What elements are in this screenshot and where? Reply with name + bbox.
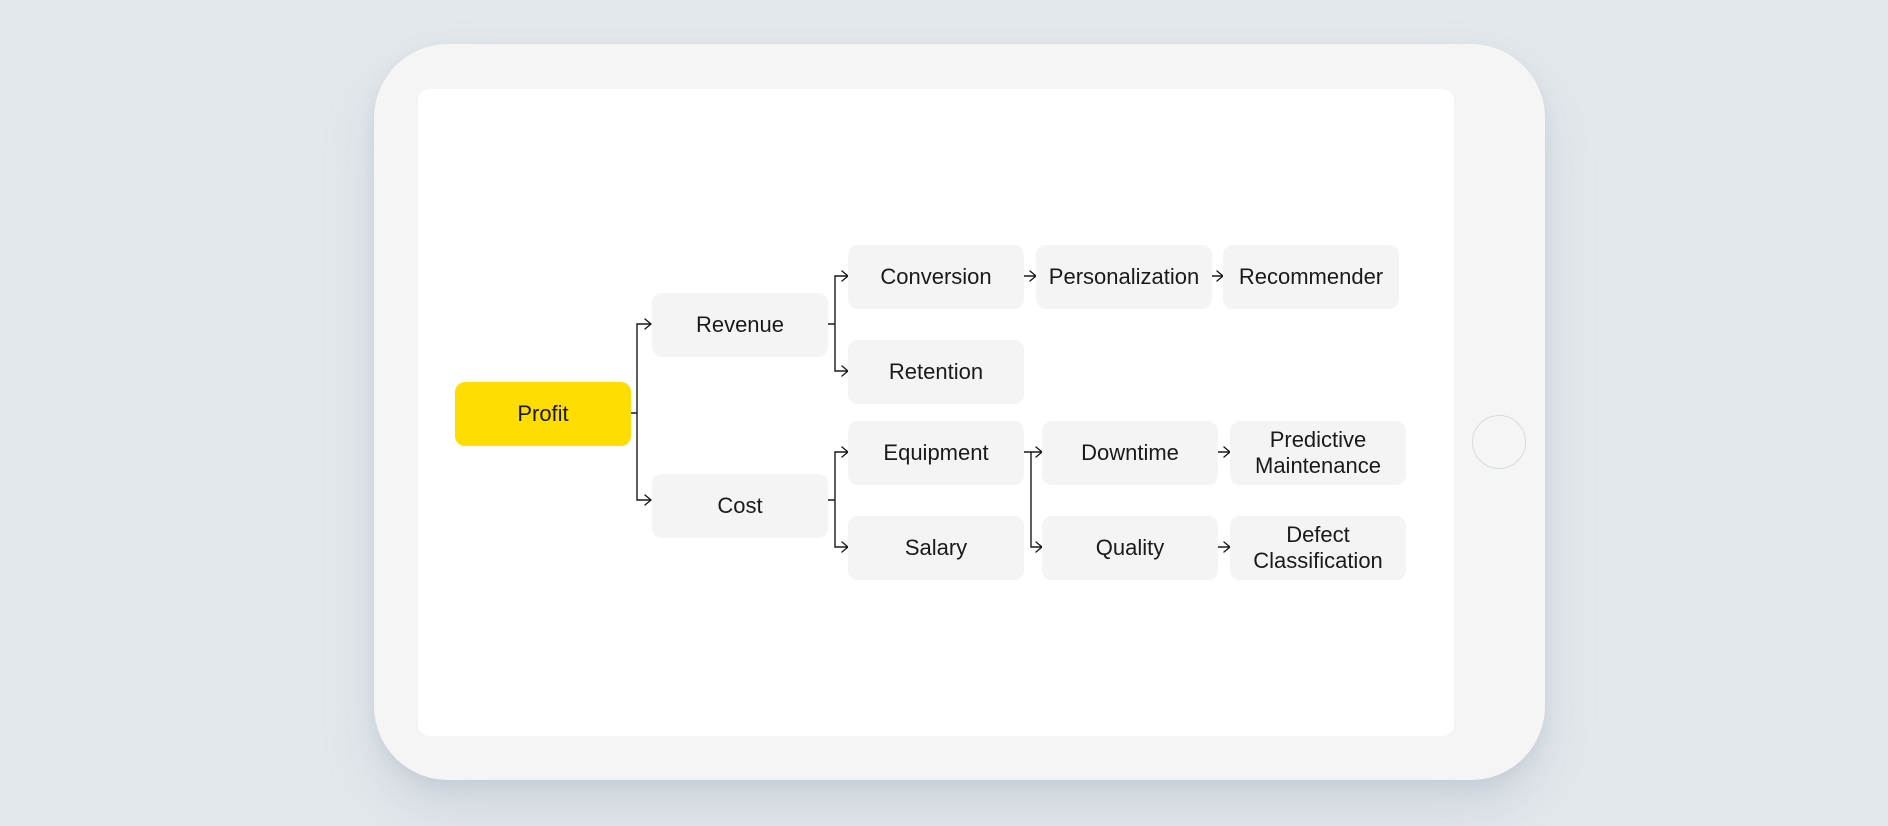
- node-equipment[interactable]: Equipment: [848, 421, 1024, 485]
- node-personalization[interactable]: Personalization: [1036, 245, 1212, 309]
- node-cost[interactable]: Cost: [652, 474, 828, 538]
- node-downtime[interactable]: Downtime: [1042, 421, 1218, 485]
- node-conversion-label: Conversion: [880, 264, 992, 289]
- node-quality[interactable]: Quality: [1042, 516, 1218, 580]
- node-profit-label: Profit: [517, 401, 569, 426]
- node-revenue[interactable]: Revenue: [652, 293, 828, 357]
- node-profit[interactable]: Profit: [455, 382, 631, 446]
- node-equipment-label: Equipment: [883, 440, 989, 465]
- home-button[interactable]: [1472, 415, 1526, 469]
- node-conversion[interactable]: Conversion: [848, 245, 1024, 309]
- node-salary[interactable]: Salary: [848, 516, 1024, 580]
- node-predictive-maintenance[interactable]: Predictive Maintenance: [1230, 421, 1406, 485]
- node-personalization-label: Personalization: [1048, 264, 1200, 289]
- node-retention-label: Retention: [888, 359, 984, 384]
- node-revenue-label: Revenue: [695, 312, 785, 337]
- node-predictive-maintenance-label: Predictive Maintenance: [1255, 427, 1381, 478]
- node-quality-label: Quality: [1095, 535, 1165, 560]
- node-cost-label: Cost: [717, 493, 763, 518]
- node-downtime-label: Downtime: [1081, 440, 1179, 465]
- node-retention[interactable]: Retention: [848, 340, 1024, 404]
- node-recommender[interactable]: Recommender: [1223, 245, 1399, 309]
- node-salary-label: Salary: [904, 535, 968, 560]
- node-recommender-label: Recommender: [1238, 264, 1384, 289]
- node-defect-classification-label: Defect Classification: [1253, 522, 1383, 573]
- node-defect-classification[interactable]: Defect Classification: [1230, 516, 1406, 580]
